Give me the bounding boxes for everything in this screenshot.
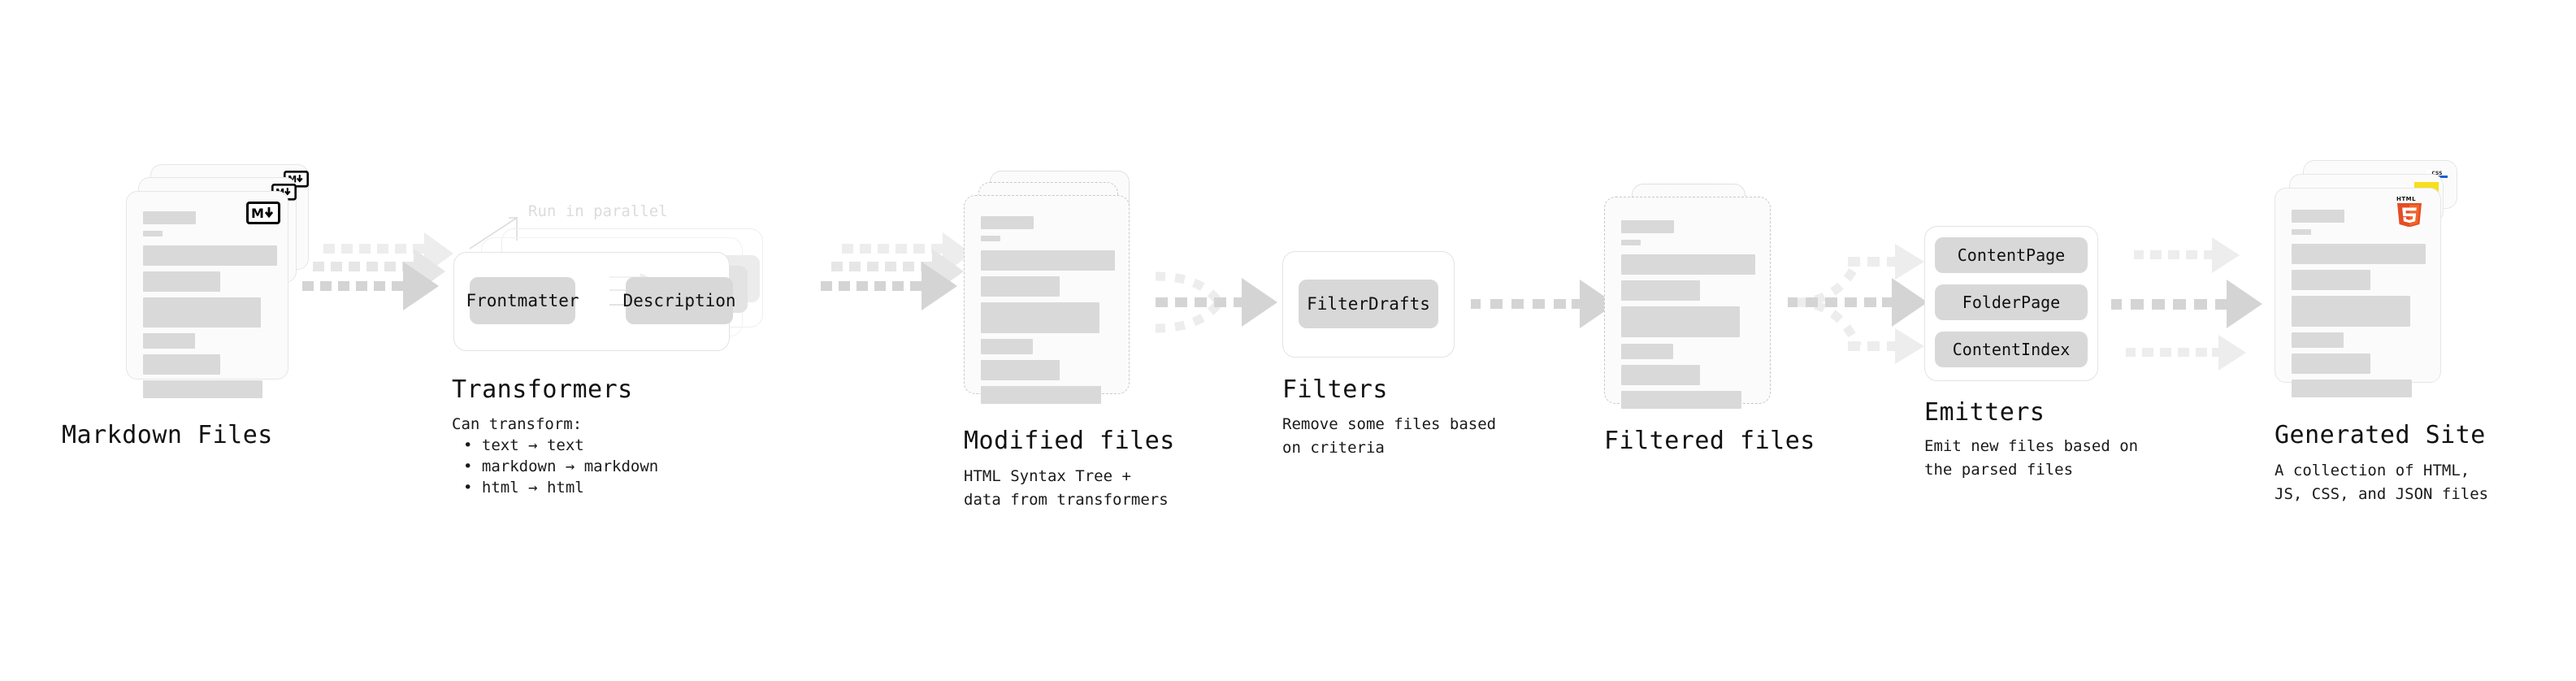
- content-bar: [2292, 354, 2370, 374]
- stage-title-filtered-files: Filtered files: [1604, 427, 1815, 455]
- stage-desc-filters: Remove some files based on criteria: [1282, 415, 1497, 457]
- content-bar: [981, 236, 1000, 241]
- content-bar: [2292, 332, 2344, 348]
- stage-desc-modified-files: HTML Syntax Tree + data from transformer…: [964, 467, 1169, 509]
- content-bar: [1621, 344, 1673, 359]
- svg-text:HTML: HTML: [2396, 196, 2416, 202]
- content-bar: [143, 231, 163, 236]
- connector-transformers-to-modified: [821, 232, 972, 310]
- content-bar: [1621, 365, 1700, 385]
- svg-text:M: M: [251, 206, 264, 219]
- content-bar: [143, 245, 277, 266]
- content-bar: [981, 250, 1115, 271]
- stage-title-transformers: Transformers: [452, 375, 633, 404]
- content-bar: [1621, 220, 1674, 233]
- stage-title-markdown-files: Markdown Files: [62, 421, 273, 449]
- content-bar: [2292, 270, 2370, 290]
- emitter-pill-folderpage[interactable]: FolderPage: [1935, 284, 2088, 320]
- stage-title-filters: Filters: [1282, 375, 1388, 404]
- content-bar: [981, 302, 1099, 333]
- content-bar: [2292, 210, 2344, 223]
- content-bar: [981, 339, 1033, 354]
- content-bar: [981, 276, 1060, 297]
- emitter-pill-contentindex[interactable]: ContentIndex: [1935, 332, 2088, 367]
- content-bar: [981, 386, 1101, 404]
- content-bar: [143, 297, 261, 327]
- html5-icon: HTML: [2395, 194, 2424, 227]
- content-bar: [2292, 244, 2426, 264]
- emitter-pill-contentpage[interactable]: ContentPage: [1935, 237, 2088, 273]
- stage-desc-generated-site: A collection of HTML, JS, CSS, and JSON …: [2275, 462, 2489, 503]
- content-bar: [1621, 280, 1700, 301]
- content-bar: [1621, 391, 1741, 409]
- stage-desc-transformers: Can transform:: [452, 415, 583, 433]
- transformers-bullet-2: • html → html: [463, 479, 584, 497]
- stage-desc-emitters: Emit new files based on the parsed files: [1924, 437, 2139, 479]
- css-icon-label: CSS: [2431, 171, 2443, 176]
- stage-title-modified-files: Modified files: [964, 427, 1175, 455]
- content-bar: [143, 354, 220, 375]
- content-bar: [1621, 306, 1740, 337]
- stage-title-generated-site: Generated Site: [2275, 421, 2486, 449]
- content-bar: [143, 333, 195, 349]
- content-bar: [2292, 380, 2412, 397]
- transformer-pill-frontmatter[interactable]: Frontmatter: [466, 277, 579, 324]
- modified-card-front: [964, 195, 1130, 404]
- filtered-card-front: [1604, 197, 1771, 409]
- connector-md-to-transformers: [302, 232, 453, 310]
- content-bar: [981, 360, 1060, 380]
- run-in-parallel-leader: [469, 216, 518, 249]
- connector-filters-to-filtered: [1471, 280, 1615, 328]
- transformer-pill-description[interactable]: Description: [622, 277, 736, 324]
- content-bar: [1621, 254, 1755, 275]
- content-bar: [143, 211, 196, 224]
- content-bar: [981, 216, 1034, 229]
- connector-filtered-to-emitters: [1788, 244, 1928, 364]
- connector-modified-to-filters: [1155, 271, 1277, 333]
- connector-emitters-to-site: [2111, 237, 2262, 371]
- content-bar: [2292, 229, 2311, 235]
- content-bar: [1621, 240, 1641, 245]
- markdown-icon: M: [246, 202, 280, 224]
- content-bar: [2292, 296, 2410, 327]
- transformers-bullet-0: • text → text: [463, 436, 584, 454]
- run-in-parallel-label: Run in parallel: [528, 202, 668, 220]
- filter-pill-filterdrafts[interactable]: FilterDrafts: [1299, 280, 1438, 328]
- content-bar: [143, 271, 220, 292]
- content-bar: [143, 380, 262, 398]
- stage-title-emitters: Emitters: [1924, 398, 2045, 427]
- transformers-bullet-1: • markdown → markdown: [463, 458, 659, 475]
